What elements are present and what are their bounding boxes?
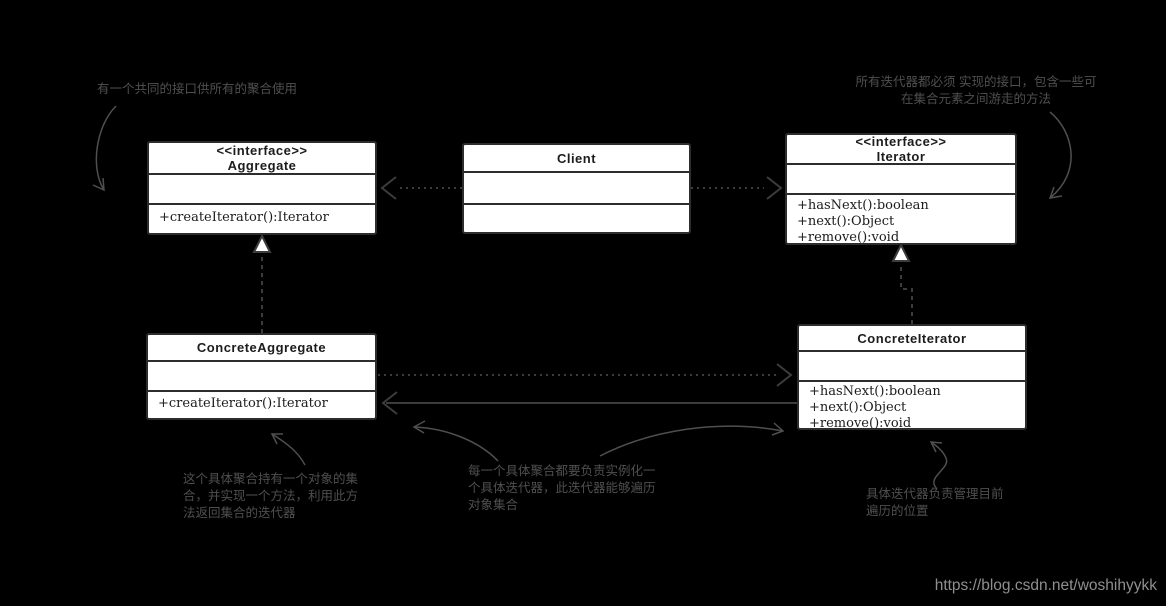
class-box-concrete-aggregate: ConcreteAggregate +createIterator():Iter… [146, 333, 377, 420]
note-arrow-creates-right [599, 422, 785, 457]
class-name-label: Aggregate [227, 158, 297, 173]
class-box-iterator: <<interface>> Iterator +hasNext():boolea… [785, 133, 1017, 245]
class-name-label: ConcreteAggregate [196, 340, 327, 355]
attributes-compartment [787, 165, 1015, 195]
methods-compartment: +createIterator():Iterator [148, 392, 375, 418]
note-arrow-creates-left [412, 420, 499, 462]
class-box-client: Client [462, 143, 691, 234]
class-box-aggregate: <<interface>> Aggregate +createIterator(… [147, 141, 377, 235]
note-concrete-aggregate: 这个具体聚合持有一个对象的集 合，并实现一个方法，利用此方 法返回集合的迭代器 [183, 471, 358, 522]
methods-compartment: +createIterator():Iterator [149, 205, 375, 233]
attributes-compartment [149, 175, 375, 205]
note-creates: 每一个具体聚合都要负责实例化一 个具体迭代器，此迭代器能够遍历 对象集合 [468, 463, 656, 514]
method-label: +hasNext():boolean [797, 198, 929, 213]
method-label: +next():Object [797, 214, 895, 229]
association-arrow-concreteiterator-to-concreteaggregate [381, 391, 797, 415]
note-arrow-aggregate [92, 105, 117, 192]
note-aggregate: 有一个共同的接口供所有的聚合使用 [97, 81, 297, 98]
stereotype-label: <<interface>> [216, 143, 308, 158]
class-title-aggregate: <<interface>> Aggregate [149, 143, 375, 175]
class-name-label: Client [556, 150, 597, 166]
note-line: 合，并实现一个方法，利用此方 [183, 489, 359, 503]
realization-arrow-concreteiterator-to-iterator [891, 242, 913, 324]
note-line: 这个具体聚合持有一个对象的集 [183, 472, 359, 486]
class-title-iterator: <<interface>> Iterator [787, 134, 1015, 165]
dependency-arrow-client-to-aggregate [380, 176, 462, 200]
dependency-arrow-concreteaggregate-to-concreteiterator [378, 363, 793, 387]
note-line: 具体迭代器负责管理目前 [866, 487, 1004, 501]
methods-compartment: +hasNext():boolean +next():Object +remov… [787, 195, 1015, 245]
note-arrow-concrete-aggregate [270, 433, 306, 466]
attributes-compartment [464, 173, 689, 205]
note-line: 有一个共同的接口供所有的聚合使用 [97, 82, 298, 96]
stereotype-label: <<interface>> [855, 134, 947, 149]
class-title-client: Client [464, 145, 689, 173]
note-line: 对象集合 [468, 498, 519, 512]
methods-compartment [464, 205, 689, 232]
class-box-concrete-iterator: ConcreteIterator +hasNext():boolean +nex… [797, 324, 1027, 431]
note-line: 所有迭代器都必须 实现的接口，包含一些可 [855, 75, 1097, 89]
method-label: +createIterator():Iterator [159, 210, 329, 225]
note-concrete-iterator: 具体迭代器负责管理目前 遍历的位置 [866, 486, 1004, 520]
realization-arrow-concreteaggregate-to-aggregate [252, 233, 272, 333]
class-name-label: ConcreteIterator [857, 330, 967, 346]
class-title-concrete-iterator: ConcreteIterator [799, 326, 1025, 352]
note-line: 每一个具体聚合都要负责实例化一 [468, 464, 656, 478]
note-line: 法返回集合的迭代器 [183, 506, 296, 520]
blog-watermark: https://blog.csdn.net/woshihyykk [934, 577, 1157, 594]
methods-compartment: +hasNext():boolean +next():Object +remov… [799, 382, 1025, 431]
dependency-arrow-client-to-iterator [691, 176, 783, 200]
note-arrow-concrete-iterator [929, 441, 948, 490]
attributes-compartment [799, 352, 1025, 382]
note-line: 个具体迭代器，此迭代器能够遍历 [468, 481, 656, 495]
method-label: +next():Object [809, 400, 907, 415]
note-line: 遍历的位置 [866, 504, 929, 518]
note-iterator: 所有迭代器都必须 实现的接口，包含一些可 在集合元素之间游走的方法 [836, 74, 1116, 108]
note-line: 在集合元素之间游走的方法 [900, 92, 1051, 106]
method-label: +createIterator():Iterator [158, 396, 328, 411]
method-label: +hasNext():boolean [809, 384, 941, 399]
attributes-compartment [148, 362, 375, 392]
note-arrow-iterator [1048, 111, 1072, 199]
method-label: +remove():void [809, 416, 912, 431]
class-title-concrete-aggregate: ConcreteAggregate [148, 335, 375, 362]
class-name-label: Iterator [876, 149, 926, 164]
method-label: +remove():void [797, 230, 900, 245]
